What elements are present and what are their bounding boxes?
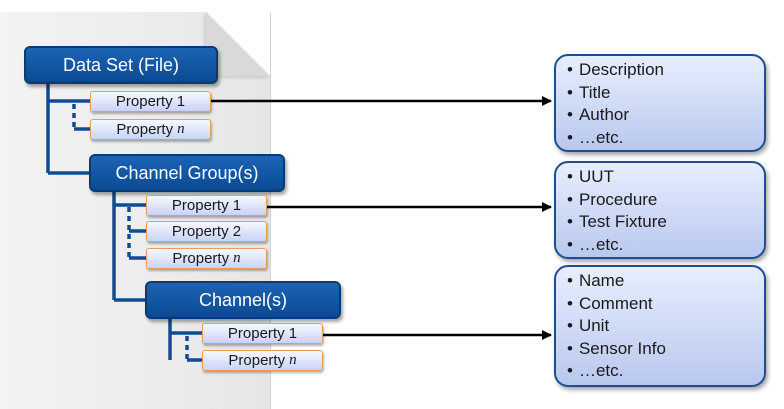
list-item: Author [567, 104, 764, 127]
data-set-file-node: Data Set (File) [24, 46, 218, 84]
list-item: …etc. [567, 360, 764, 383]
group-property-2-label: Property 2 [171, 223, 242, 240]
group-property-2: Property 2 [146, 221, 267, 242]
file-property-1-label: Property 1 [115, 93, 186, 110]
group-property-1: Property 1 [146, 195, 267, 216]
list-item: Title [567, 82, 764, 105]
n-symbol: n [289, 352, 297, 368]
file-properties-panel: Description Title Author …etc. [554, 54, 766, 152]
list-item: Comment [567, 293, 764, 316]
n-symbol: n [177, 121, 185, 137]
channel-node: Channel(s) [145, 281, 341, 319]
list-item: Procedure [567, 189, 764, 212]
channel-property-n-label: Property [228, 352, 286, 369]
list-item: UUT [567, 166, 764, 189]
channel-property-1-label: Property 1 [227, 325, 298, 342]
list-item: Unit [567, 315, 764, 338]
channel-properties-panel: Name Comment Unit Sensor Info …etc. [554, 265, 766, 387]
file-properties-list: Description Title Author …etc. [556, 56, 764, 149]
n-symbol: n [233, 250, 241, 266]
file-property-1: Property 1 [90, 91, 211, 112]
channel-group-node: Channel Group(s) [89, 154, 285, 192]
list-item: Name [567, 270, 764, 293]
channel-property-1: Property 1 [202, 323, 323, 344]
group-property-n-label: Property [172, 250, 230, 267]
group-properties-list: UUT Procedure Test Fixture …etc. [556, 163, 764, 256]
channel-properties-list: Name Comment Unit Sensor Info …etc. [556, 267, 764, 383]
list-item: Sensor Info [567, 338, 764, 361]
list-item: Test Fixture [567, 211, 764, 234]
group-property-1-label: Property 1 [171, 197, 242, 214]
list-item: …etc. [567, 127, 764, 150]
list-item: Description [567, 59, 764, 82]
file-property-n-label: Property [116, 121, 174, 138]
list-item: …etc. [567, 234, 764, 257]
group-properties-panel: UUT Procedure Test Fixture …etc. [554, 161, 766, 259]
